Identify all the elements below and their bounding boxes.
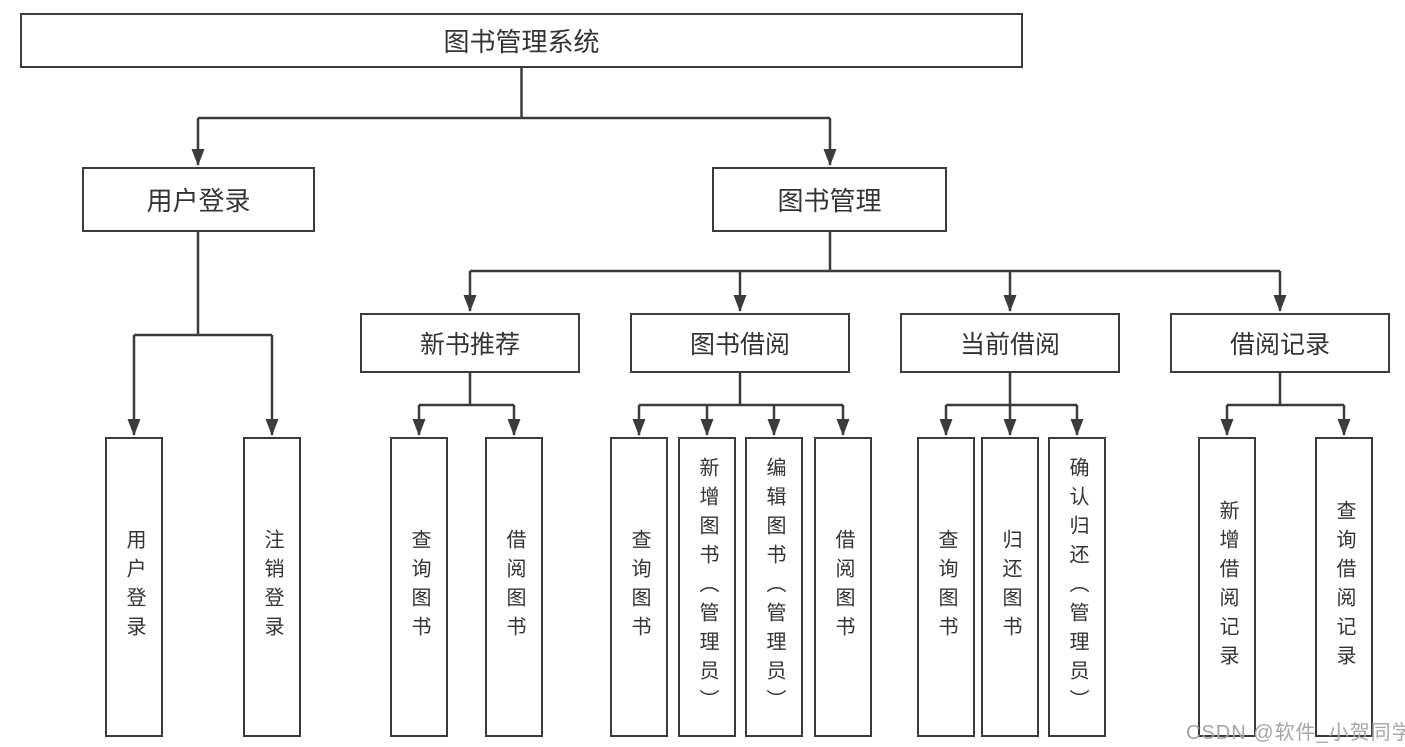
node-user-login: 用户登录 xyxy=(82,167,315,232)
leaf-logout: 注销登录 xyxy=(243,437,301,737)
connector-new-book-recommend-children xyxy=(412,373,521,436)
leaf-query-books-recommend: 查询图书 xyxy=(390,437,448,737)
leaf-label: 确认归还（管理员） xyxy=(1066,456,1088,718)
leaf-edit-books-admin: 编辑图书（管理员） xyxy=(745,437,803,737)
leaf-borrow-books: 借阅图书 xyxy=(814,437,872,737)
node-label: 图书管理 xyxy=(777,186,882,216)
csdn-watermark: CSDN @软件_小贺同学 xyxy=(1186,722,1405,744)
leaf-return-books: 归还图书 xyxy=(981,437,1039,737)
leaf-label: 编辑图书（管理员） xyxy=(763,456,785,718)
node-label: 当前借阅 xyxy=(959,331,1060,359)
connector-borrow-records-children xyxy=(1220,373,1351,436)
connector-book-management-children xyxy=(463,232,1287,312)
leaf-add-books-admin: 新增图书（管理员） xyxy=(678,437,736,737)
node-library-system: 图书管理系统 xyxy=(20,13,1023,68)
leaf-label: 注销登录 xyxy=(261,529,283,645)
node-label: 新书推荐 xyxy=(419,331,520,359)
leaf-label: 查询借阅记录 xyxy=(1333,500,1355,674)
leaf-label: 归还图书 xyxy=(999,529,1021,645)
leaf-query-borrow-record: 查询借阅记录 xyxy=(1315,437,1373,737)
leaf-label: 查询图书 xyxy=(628,529,650,645)
leaf-label: 查询图书 xyxy=(935,529,957,645)
leaf-label: 借阅图书 xyxy=(832,529,854,645)
leaf-query-books-current: 查询图书 xyxy=(917,437,975,737)
leaf-label: 新增图书（管理员） xyxy=(696,456,718,718)
node-current-borrow: 当前借阅 xyxy=(900,313,1120,373)
node-label: 图书管理系统 xyxy=(443,27,600,57)
connector-user-login-children xyxy=(127,232,279,436)
node-label: 图书借阅 xyxy=(689,331,790,359)
leaf-label: 新增借阅记录 xyxy=(1216,500,1238,674)
node-borrow-records: 借阅记录 xyxy=(1170,313,1390,373)
leaf-user-login: 用户登录 xyxy=(105,437,163,737)
leaf-add-borrow-record: 新增借阅记录 xyxy=(1198,437,1256,737)
leaf-query-books-borrow: 查询图书 xyxy=(610,437,668,737)
node-label: 借阅记录 xyxy=(1229,331,1330,359)
connector-root-to-level2 xyxy=(191,68,837,166)
leaf-confirm-return-admin: 确认归还（管理员） xyxy=(1048,437,1106,737)
leaf-label: 查询图书 xyxy=(408,529,430,645)
node-label: 用户登录 xyxy=(146,186,251,216)
node-book-management: 图书管理 xyxy=(712,167,947,232)
leaf-label: 借阅图书 xyxy=(503,529,525,645)
node-book-borrow: 图书借阅 xyxy=(630,313,850,373)
leaf-label: 用户登录 xyxy=(123,529,145,645)
connector-book-borrow-children xyxy=(632,373,850,436)
connector-current-borrow-children xyxy=(939,373,1084,436)
node-new-book-recommend: 新书推荐 xyxy=(360,313,580,373)
leaf-borrow-books-recommend: 借阅图书 xyxy=(485,437,543,737)
